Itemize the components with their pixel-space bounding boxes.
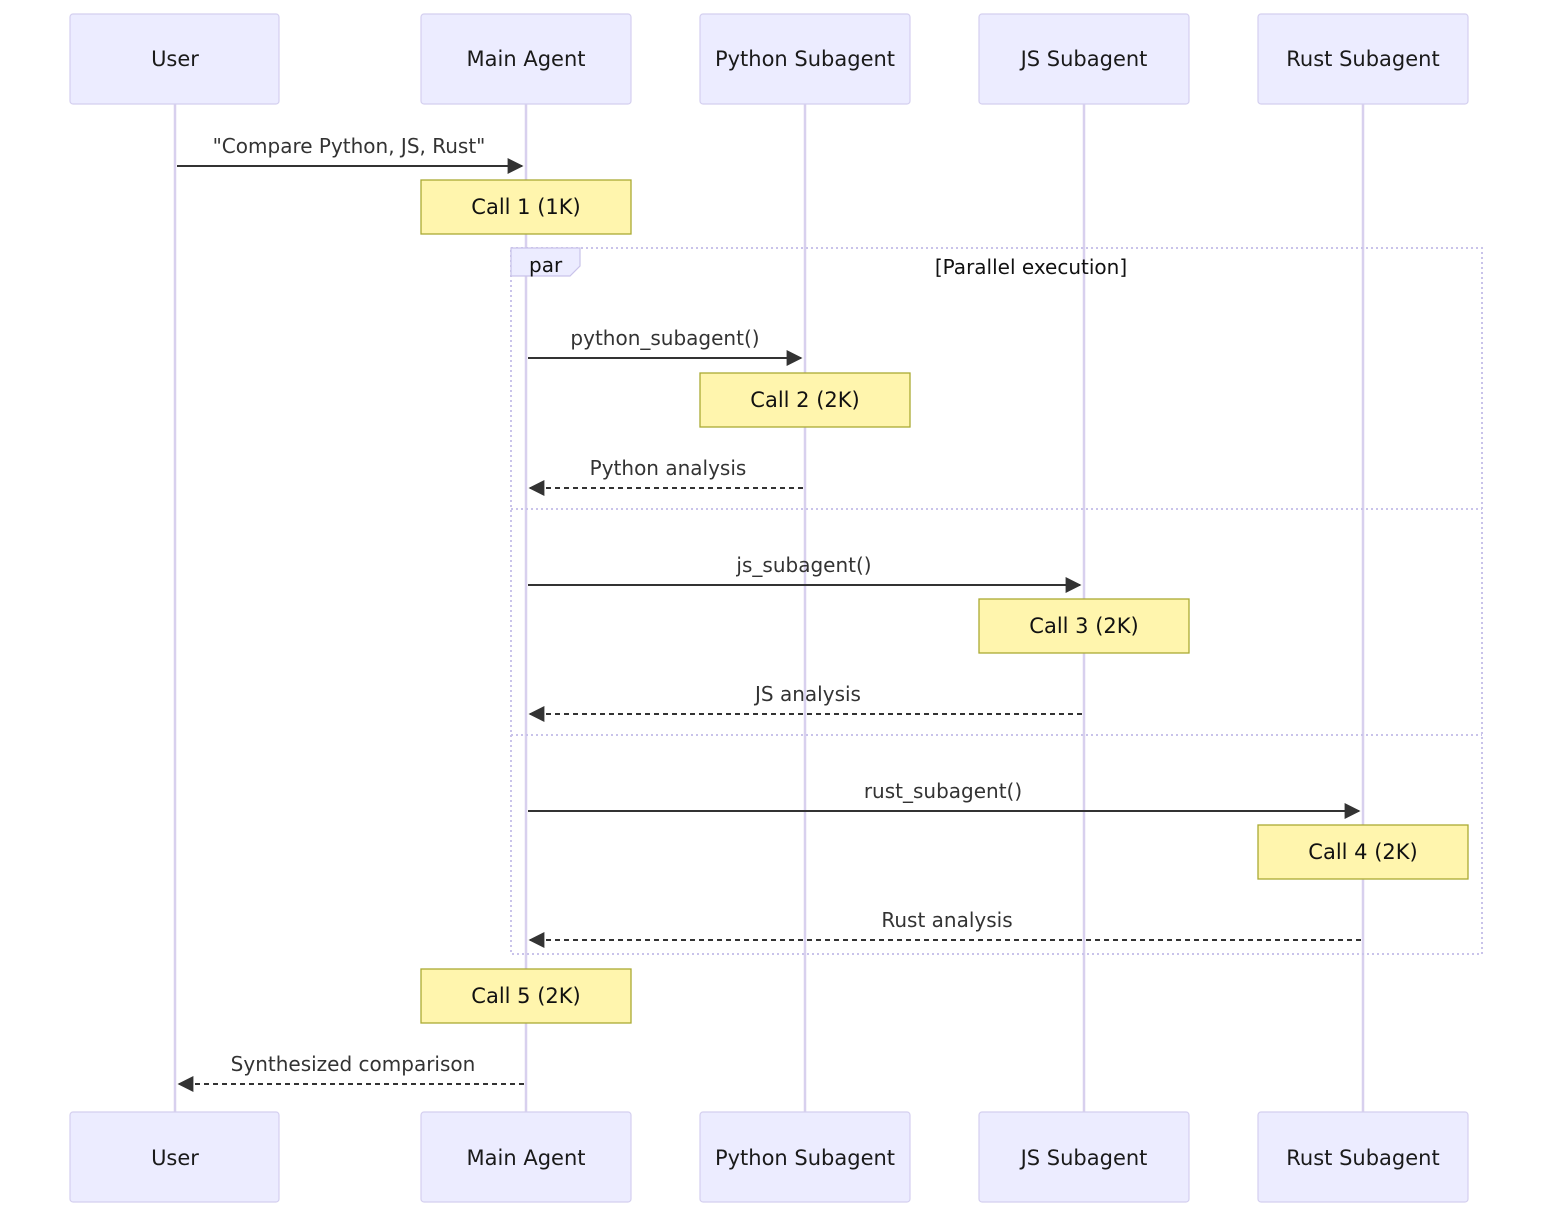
message-label: rust_subagent() bbox=[864, 779, 1022, 803]
actor-rust-subagent-bottom[interactable]: Rust Subagent bbox=[1257, 1111, 1469, 1203]
actor-label: Python Subagent bbox=[715, 47, 895, 71]
message-label: js_subagent() bbox=[735, 553, 871, 577]
par-frame: par [Parallel execution] bbox=[510, 247, 1483, 955]
messages: "Compare Python, JS, Rust" python_subage… bbox=[177, 134, 1361, 1092]
message-js-subagent-call: js_subagent() bbox=[528, 553, 1082, 593]
actor-label: JS Subagent bbox=[1019, 1146, 1148, 1170]
note-call-2: Call 2 (2K) bbox=[699, 372, 911, 428]
note-call-3: Call 3 (2K) bbox=[978, 598, 1190, 654]
actor-label: Rust Subagent bbox=[1286, 1146, 1439, 1170]
note-label: Call 4 (2K) bbox=[1308, 840, 1417, 864]
message-label: Rust analysis bbox=[881, 908, 1012, 932]
actor-label: Python Subagent bbox=[715, 1146, 895, 1170]
note-label: Call 1 (1K) bbox=[471, 195, 580, 219]
message-rust-analysis: Rust analysis bbox=[528, 908, 1361, 948]
note-label: Call 2 (2K) bbox=[750, 388, 859, 412]
message-synthesized-comparison: Synthesized comparison bbox=[177, 1052, 524, 1092]
note-call-1: Call 1 (1K) bbox=[420, 179, 632, 235]
par-frame-condition: [Parallel execution] bbox=[935, 255, 1127, 279]
notes: Call 1 (1K) Call 2 (2K) Call 3 (2K) Call… bbox=[420, 179, 1469, 1024]
actor-user-bottom[interactable]: User bbox=[69, 1111, 280, 1203]
actor-label: Rust Subagent bbox=[1286, 47, 1439, 71]
message-compare-request: "Compare Python, JS, Rust" bbox=[177, 134, 524, 174]
actor-js-subagent-top[interactable]: JS Subagent bbox=[978, 13, 1190, 105]
actor-label: Main Agent bbox=[467, 47, 586, 71]
actor-js-subagent-bottom[interactable]: JS Subagent bbox=[978, 1111, 1190, 1203]
par-frame-tab bbox=[510, 247, 581, 277]
message-python-subagent-call: python_subagent() bbox=[528, 326, 803, 366]
actor-main-agent-top[interactable]: Main Agent bbox=[420, 13, 632, 105]
actor-label: Main Agent bbox=[467, 1146, 586, 1170]
actors-top: User Main Agent Python Subagent JS Subag… bbox=[69, 13, 1469, 105]
actor-user-top[interactable]: User bbox=[69, 13, 280, 105]
actor-python-subagent-bottom[interactable]: Python Subagent bbox=[699, 1111, 911, 1203]
message-python-analysis: Python analysis bbox=[528, 456, 803, 496]
par-frame-keyword: par bbox=[529, 253, 563, 277]
message-js-analysis: JS analysis bbox=[528, 682, 1082, 722]
par-frame-border bbox=[510, 247, 1483, 955]
message-label: Synthesized comparison bbox=[231, 1052, 476, 1076]
actor-main-agent-bottom[interactable]: Main Agent bbox=[420, 1111, 632, 1203]
note-call-4: Call 4 (2K) bbox=[1257, 824, 1469, 880]
actors-bottom: User Main Agent Python Subagent JS Subag… bbox=[69, 1111, 1469, 1203]
note-call-5: Call 5 (2K) bbox=[420, 968, 632, 1024]
message-rust-subagent-call: rust_subagent() bbox=[528, 779, 1361, 819]
actor-label: User bbox=[151, 1146, 199, 1170]
actor-label: JS Subagent bbox=[1019, 47, 1148, 71]
note-label: Call 3 (2K) bbox=[1029, 614, 1138, 638]
actor-python-subagent-top[interactable]: Python Subagent bbox=[699, 13, 911, 105]
actor-label: User bbox=[151, 47, 199, 71]
message-label: Python analysis bbox=[590, 456, 747, 480]
message-label: python_subagent() bbox=[570, 326, 759, 350]
message-label: "Compare Python, JS, Rust" bbox=[213, 134, 486, 158]
message-label: JS analysis bbox=[753, 682, 861, 706]
actor-rust-subagent-top[interactable]: Rust Subagent bbox=[1257, 13, 1469, 105]
note-label: Call 5 (2K) bbox=[471, 984, 580, 1008]
